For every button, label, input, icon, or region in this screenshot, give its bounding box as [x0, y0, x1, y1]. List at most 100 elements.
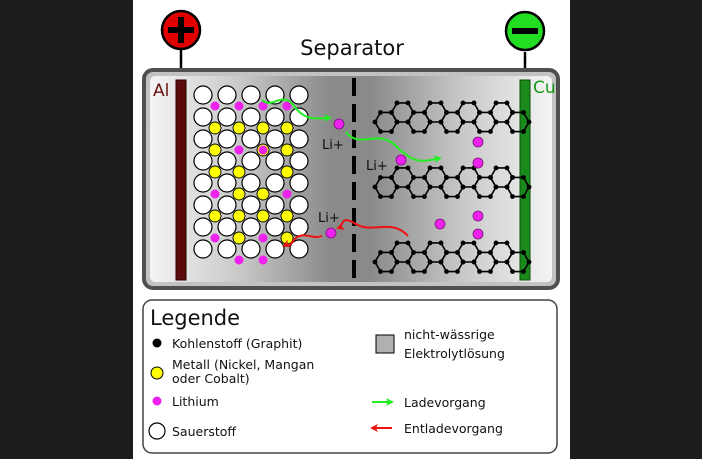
lithium-atom — [234, 101, 244, 111]
aluminium-electrode — [175, 79, 187, 281]
oxygen-atom — [289, 217, 309, 237]
carbon-atom — [411, 175, 416, 180]
carbon-atom — [455, 129, 460, 134]
metal-atom — [232, 187, 246, 201]
carbon-atom — [411, 269, 416, 274]
lithium-atom — [210, 101, 220, 111]
carbon-atom — [504, 240, 510, 246]
carbon-atom — [422, 129, 427, 134]
carbon-atom — [378, 250, 383, 255]
carbon-atom — [493, 184, 499, 190]
carbon-atom — [504, 165, 510, 171]
carbon-atom — [378, 129, 383, 134]
carbon-atom — [444, 250, 449, 255]
oxygen-atom — [265, 173, 285, 193]
metal-atom — [208, 121, 222, 135]
oxygen-atom — [241, 239, 261, 259]
oxygen-atom — [289, 151, 309, 171]
carbon-atom — [422, 175, 427, 180]
lithium-atom — [258, 101, 268, 111]
carbon-atom — [378, 194, 383, 199]
carbon-atom — [521, 175, 526, 180]
carbon-atom — [471, 119, 477, 125]
lithium-swatch-icon — [152, 396, 162, 406]
carbon-atom — [477, 175, 482, 180]
carbon-atom — [422, 250, 427, 255]
metal-atom — [280, 121, 294, 135]
carbon-atom — [438, 259, 444, 265]
oxygen-swatch-icon — [148, 422, 166, 440]
carbon-atom — [488, 194, 493, 199]
carbon-atom — [405, 100, 411, 106]
carbon-atom — [460, 240, 466, 246]
carbon-atom — [438, 119, 444, 125]
carbon-atom — [372, 259, 378, 265]
oxygen-atom — [265, 239, 285, 259]
carbon-atom — [378, 110, 383, 115]
carbon-atom — [394, 165, 400, 171]
charge-arrow-icon — [261, 98, 332, 123]
carbon-atom — [394, 184, 400, 190]
carbon-atom — [504, 100, 510, 106]
carbon-atom — [510, 194, 515, 199]
metal-atom — [280, 209, 294, 223]
carbon-atom — [394, 119, 400, 125]
carbon-atom — [477, 269, 482, 274]
electrode-label-al: Al — [153, 81, 169, 101]
carbon-atom — [411, 110, 416, 115]
metal-swatch-icon — [150, 366, 164, 380]
carbon-atom — [488, 250, 493, 255]
carbon-atom — [455, 250, 460, 255]
oxygen-atom — [217, 129, 237, 149]
positive-terminal-icon — [160, 9, 202, 51]
legend-charge-label: Ladevorgang — [404, 395, 486, 410]
oxygen-atom — [193, 217, 213, 237]
metal-atom — [280, 165, 294, 179]
carbon-atom — [493, 259, 499, 265]
carbon-atom — [394, 259, 400, 265]
carbon-atom — [411, 194, 416, 199]
oxygen-atom — [241, 107, 261, 127]
carbon-atom — [504, 119, 510, 125]
oxygen-atom — [265, 217, 285, 237]
oxygen-atom — [289, 173, 309, 193]
metal-atom — [232, 165, 246, 179]
lithium-atom — [258, 255, 268, 265]
oxygen-atom — [217, 151, 237, 171]
carbon-atom — [438, 100, 444, 106]
oxygen-atom — [265, 151, 285, 171]
carbon-atom — [504, 259, 510, 265]
metal-atom — [232, 121, 246, 135]
negative-terminal-icon — [504, 10, 546, 52]
oxygen-atom — [217, 217, 237, 237]
carbon-atom — [510, 250, 515, 255]
carbon-atom — [394, 240, 400, 246]
oxygen-atom — [193, 239, 213, 259]
graphite-anode — [372, 100, 532, 274]
lithium-atom — [282, 189, 292, 199]
carbon-atom — [460, 184, 466, 190]
oxygen-atom — [241, 217, 261, 237]
carbon-atom — [460, 119, 466, 125]
carbon-atom — [372, 184, 378, 190]
carbon-atom — [521, 110, 526, 115]
carbon-atom — [477, 194, 482, 199]
oxygen-atom — [289, 85, 309, 105]
carbon-atom — [510, 129, 515, 134]
carbon-atom — [471, 100, 477, 106]
oxygen-atom — [241, 151, 261, 171]
carbon-atom — [521, 269, 526, 274]
lithium-atom — [258, 233, 268, 243]
legend: Legende Kohlenstoff (Graphit) Metall (Ni… — [142, 299, 558, 454]
lithium-ion — [472, 136, 484, 148]
carbon-atom — [510, 110, 515, 115]
carbon-atom — [427, 119, 433, 125]
oxygen-atom — [193, 151, 213, 171]
lithium-ion — [472, 210, 484, 222]
carbon-atom — [510, 269, 515, 274]
lithium-atom — [234, 255, 244, 265]
oxygen-atom — [193, 129, 213, 149]
lithium-ion — [325, 227, 337, 239]
carbon-atom — [526, 119, 532, 125]
carbon-atom — [378, 269, 383, 274]
